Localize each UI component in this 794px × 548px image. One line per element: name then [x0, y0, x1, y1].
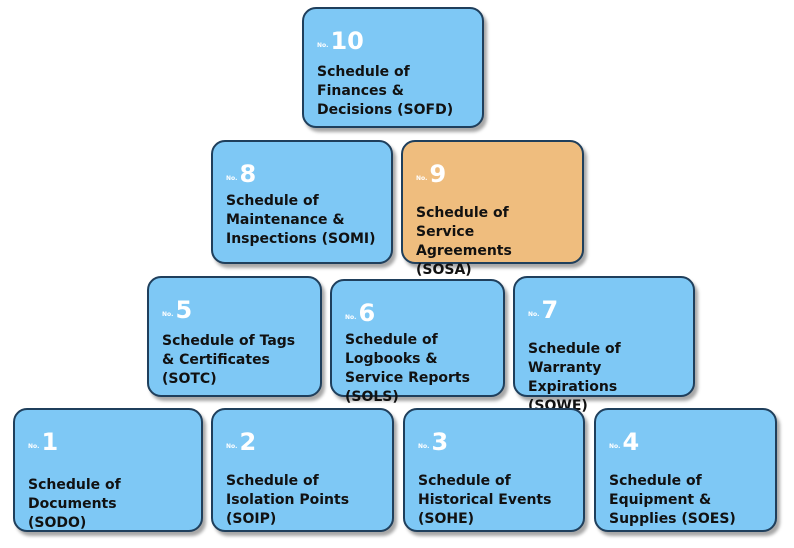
box-label: Schedule of Logbooks & Service Reports (… [345, 332, 470, 405]
number-prefix: No. [416, 175, 428, 182]
box-number: 2 [239, 428, 257, 456]
box-7-sowe: No. 7 Schedule of Warranty Expirations (… [513, 276, 695, 414]
number-prefix: No. [226, 443, 238, 450]
box-2-soip: No. 2 Schedule of Isolation Points (SOIP… [211, 408, 394, 532]
box-number-row: No. 8 [226, 152, 379, 186]
box-label: Schedule of Warranty Expirations (SOWE) [528, 341, 621, 414]
box-label: Schedule of Documents (SODO) [28, 477, 121, 531]
box-1-sodo: No. 1 Schedule of Documents (SODO) [13, 408, 203, 532]
box-number-row: No. 10 [317, 19, 470, 53]
box-number: 5 [175, 296, 193, 324]
box-label: Schedule of Maintenance & Inspections (S… [226, 193, 376, 247]
number-prefix: No. [609, 443, 621, 450]
number-prefix: No. [345, 314, 357, 321]
box-label: Schedule of Isolation Points (SOIP) [226, 473, 350, 527]
box-label: Schedule of Finances & Decisions (SOFD) [317, 64, 454, 118]
box-number: 10 [330, 27, 364, 55]
number-prefix: No. [28, 443, 40, 450]
box-8-somi: No. 8 Schedule of Maintenance & Inspecti… [211, 140, 393, 264]
box-label: Schedule of Historical Events (SOHE) [418, 473, 552, 527]
box-6-sols: No. 6 Schedule of Logbooks & Service Rep… [330, 279, 505, 405]
box-number: 6 [358, 299, 376, 327]
number-prefix: No. [418, 443, 430, 450]
box-5-sotc: No. 5 Schedule of Tags & Certificates (S… [147, 276, 322, 397]
box-3-sohe: No. 3 Schedule of Historical Events (SOH… [403, 408, 585, 532]
number-prefix: No. [226, 175, 238, 182]
box-number-row: No. 5 [162, 288, 308, 322]
box-4-soes: No. 4 Schedule of Equipment & Supplies (… [594, 408, 777, 532]
box-number-row: No. 2 [226, 420, 380, 454]
box-number: 4 [622, 428, 640, 456]
box-number: 3 [431, 428, 449, 456]
box-number: 7 [541, 296, 559, 324]
box-number: 9 [429, 160, 447, 188]
box-number: 8 [239, 160, 257, 188]
box-number-row: No. 1 [28, 420, 189, 454]
box-label: Schedule of Equipment & Supplies (SOES) [609, 473, 736, 527]
number-prefix: No. [528, 311, 540, 318]
box-label: Schedule of Service Agreements (SOSA) [416, 205, 512, 278]
number-prefix: No. [317, 42, 329, 49]
box-label: Schedule of Tags & Certificates (SOTC) [162, 333, 296, 387]
box-number-row: No. 6 [345, 291, 491, 325]
number-prefix: No. [162, 311, 174, 318]
box-10-sofd: No. 10 Schedule of Finances & Decisions … [302, 7, 484, 128]
box-number-row: No. 3 [418, 420, 571, 454]
box-number-row: No. 7 [528, 288, 681, 322]
box-number: 1 [41, 428, 59, 456]
box-9-sosa: No. 9 Schedule of Service Agreements (SO… [401, 140, 584, 278]
box-number-row: No. 4 [609, 420, 763, 454]
box-number-row: No. 9 [416, 152, 570, 186]
